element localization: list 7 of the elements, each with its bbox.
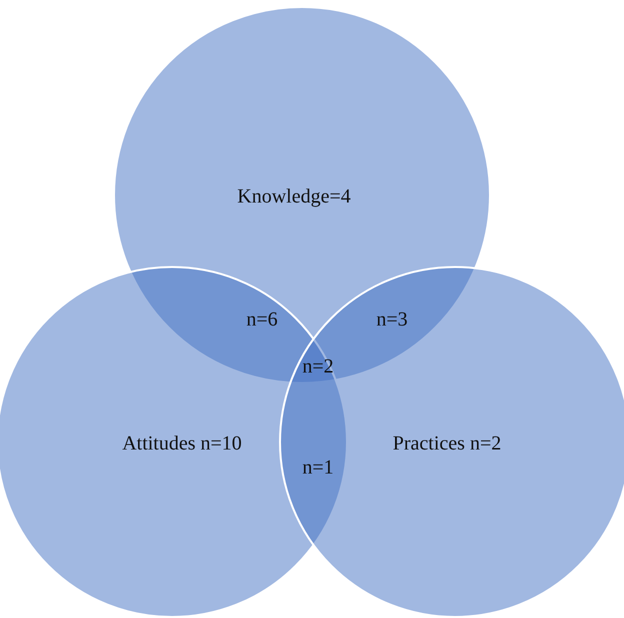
- overlap-count: n=1: [302, 456, 334, 480]
- overlap-count: n=6: [246, 308, 278, 332]
- overlap-count: n=3: [376, 308, 408, 332]
- circle-label: Knowledge=4: [237, 186, 351, 208]
- circle-label: Practices n=2: [392, 432, 502, 456]
- overlap-count: n=2: [302, 356, 334, 378]
- circle-label: Attitudes n=10: [122, 432, 242, 456]
